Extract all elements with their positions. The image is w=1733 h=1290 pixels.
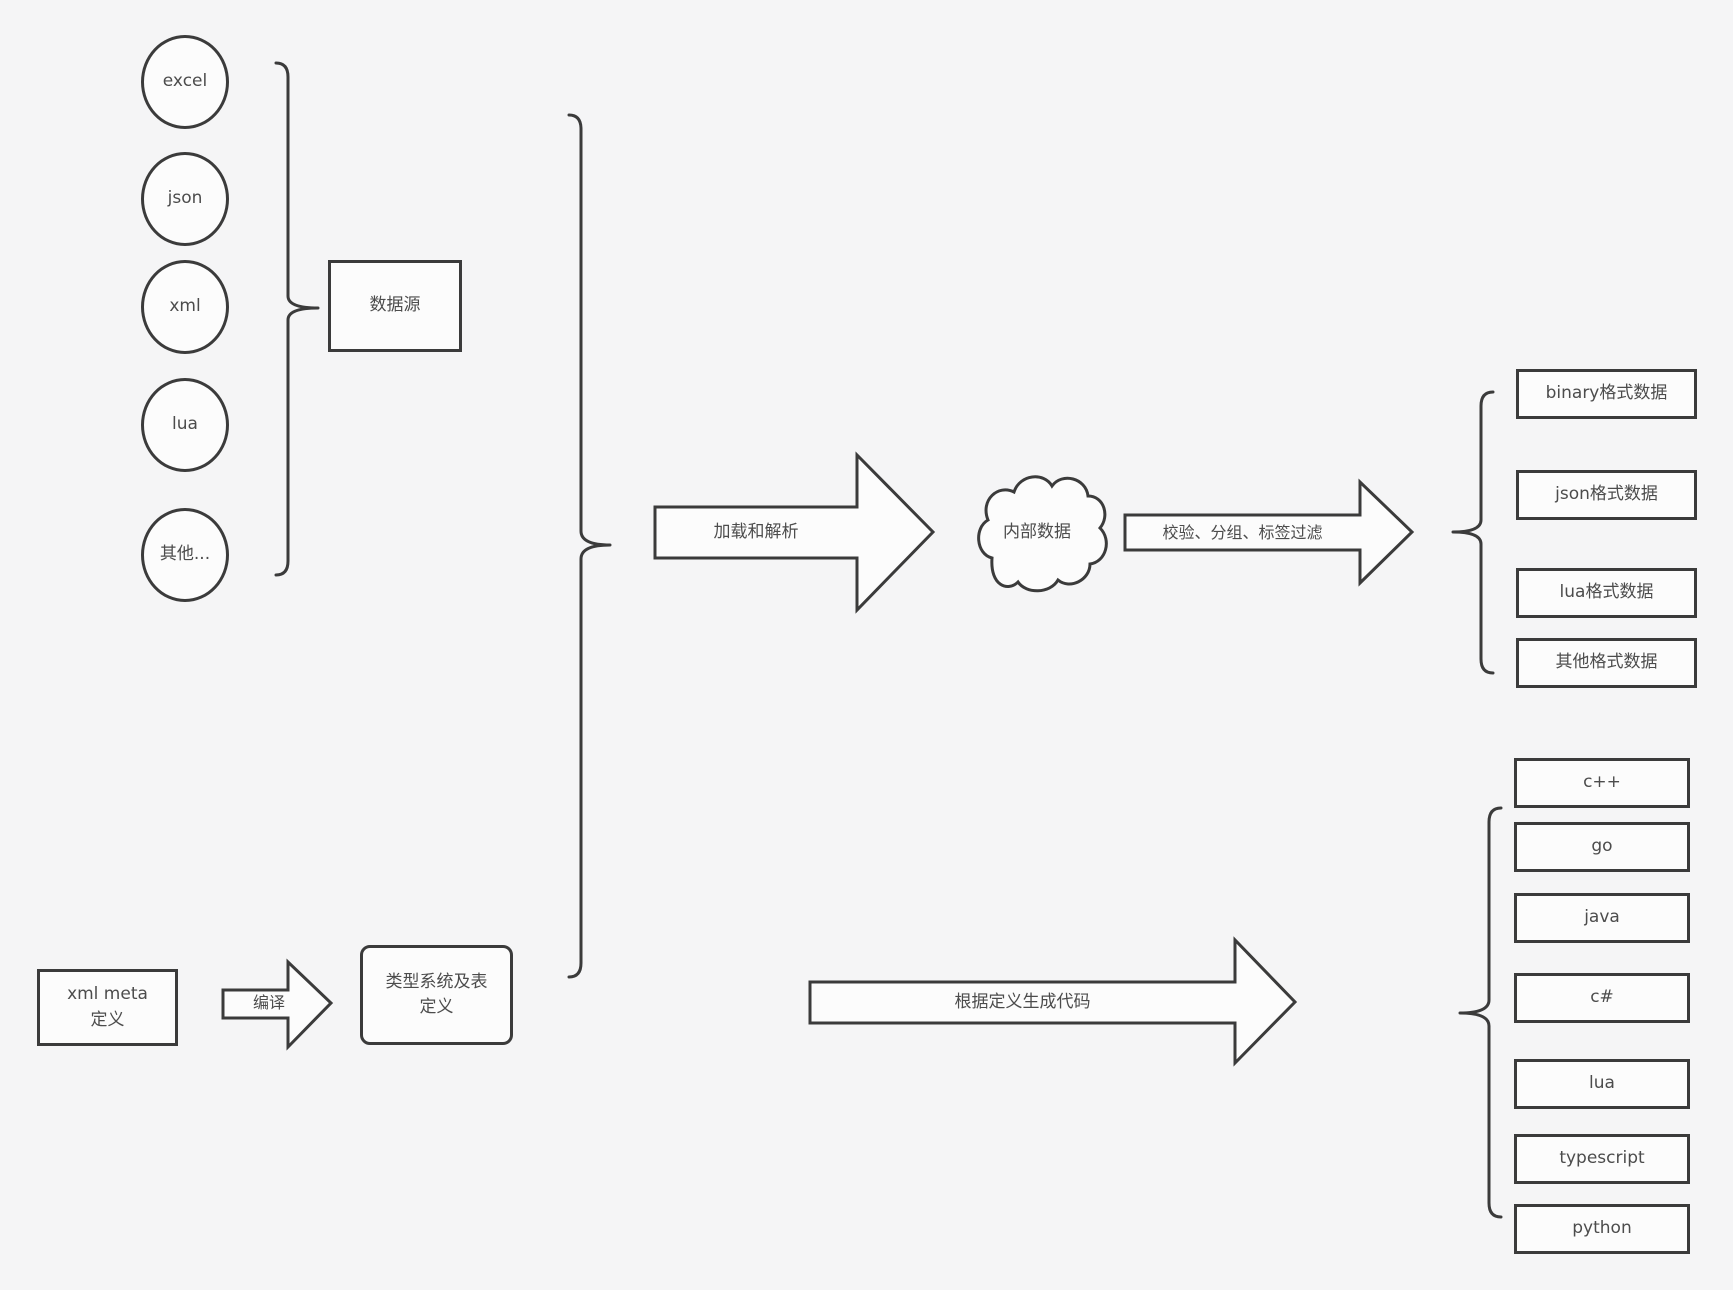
source-node-json: json	[141, 152, 229, 246]
language-box-typescript: typescript	[1514, 1134, 1690, 1184]
language-box-label: c++	[1583, 772, 1621, 793]
load-parse-arrow	[653, 451, 936, 614]
xml-meta-box: xml meta定义	[37, 969, 178, 1046]
sources-brace	[274, 61, 320, 577]
language-box-label: go	[1591, 836, 1613, 857]
type-system-box: 类型系统及表定义	[360, 945, 513, 1045]
language-box-go: go	[1514, 822, 1690, 872]
format-box-json: json格式数据	[1516, 470, 1697, 520]
main-brace	[567, 113, 612, 979]
languages-brace	[1458, 806, 1503, 1219]
format-box-binary: binary格式数据	[1516, 369, 1697, 419]
format-box-label: lua格式数据	[1559, 582, 1654, 603]
source-node-xml: xml	[141, 260, 229, 354]
internal-data-cloud	[977, 475, 1108, 593]
language-box-label: c#	[1590, 987, 1614, 1008]
language-box-label: python	[1572, 1218, 1632, 1239]
type-system-label: 类型系统及表定义	[385, 971, 488, 1018]
source-node-excel: excel	[141, 35, 229, 129]
compile-arrow	[221, 958, 334, 1051]
format-box-lua: lua格式数据	[1516, 568, 1697, 618]
language-box-cpp: c++	[1514, 758, 1690, 808]
source-node-lua: lua	[141, 378, 229, 472]
source-node-other: 其他...	[141, 508, 229, 602]
data-source-box: 数据源	[328, 260, 462, 352]
source-node-label: xml	[169, 296, 201, 317]
source-node-label: lua	[172, 414, 198, 435]
language-box-csharp: c#	[1514, 973, 1690, 1023]
format-box-label: binary格式数据	[1545, 383, 1668, 404]
formats-brace	[1451, 390, 1495, 675]
source-node-label: 其他...	[159, 544, 211, 565]
xml-meta-label: xml meta定义	[67, 984, 148, 1030]
filter-arrow	[1123, 478, 1415, 587]
data-source-label: 数据源	[369, 295, 421, 316]
language-box-label: lua	[1589, 1073, 1615, 1094]
format-box-other: 其他格式数据	[1516, 638, 1697, 688]
language-box-label: typescript	[1559, 1148, 1645, 1169]
language-box-lua: lua	[1514, 1059, 1690, 1109]
format-box-label: 其他格式数据	[1555, 652, 1658, 673]
source-node-label: excel	[162, 71, 208, 92]
language-box-label: java	[1584, 907, 1620, 928]
language-box-python: python	[1514, 1204, 1690, 1254]
language-box-java: java	[1514, 893, 1690, 943]
format-box-label: json格式数据	[1555, 484, 1658, 505]
generate-code-arrow	[808, 936, 1298, 1067]
source-node-label: json	[167, 188, 203, 209]
